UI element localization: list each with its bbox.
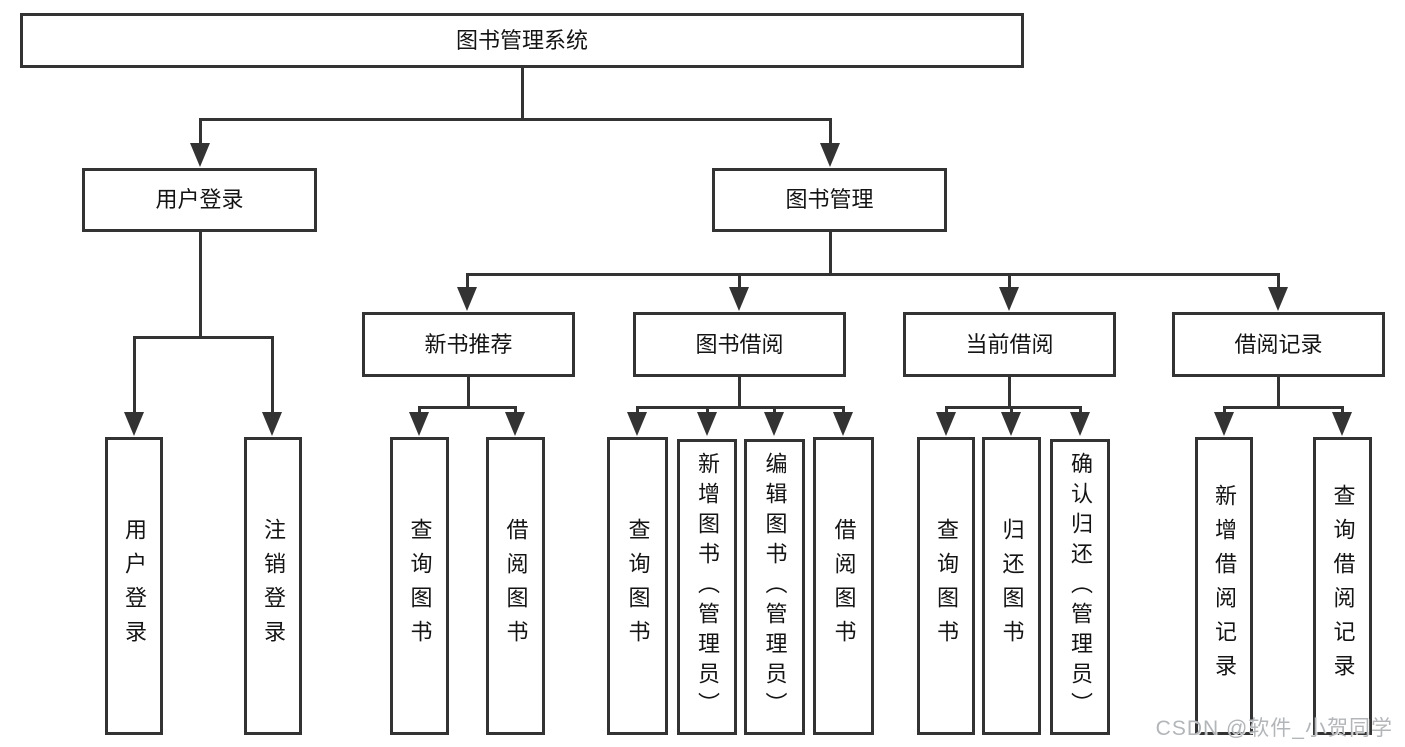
diagram-node-v-borrow-book-1: 借阅图书 [486, 437, 545, 735]
connector-bar-c-user-login [132, 336, 274, 339]
connector-arrow-shaft-c-book-mgmt-3 [1276, 273, 1280, 287]
connector-bar-c-book-borrow [635, 406, 845, 409]
arrow-down-icon-c-borrow-records-1 [1332, 412, 1352, 436]
connector-arrow-shaft-c-current-borrow-1 [1009, 406, 1013, 412]
diagram-node-root: 图书管理系统 [20, 13, 1024, 68]
diagram-node-book-borrow: 图书借阅 [633, 312, 846, 377]
diagram-node-new-book-rec: 新书推荐 [362, 312, 575, 377]
diagram-node-book-mgmt: 图书管理 [712, 168, 947, 232]
connector-stem-c-book-borrow [737, 377, 741, 409]
connector-arrow-shaft-c-book-borrow-2 [772, 406, 776, 412]
arrow-down-icon-c-root-0 [190, 143, 210, 167]
arrow-down-icon-c-borrow-records-0 [1214, 412, 1234, 436]
connector-arrow-shaft-c-book-borrow-1 [705, 406, 709, 412]
arrow-down-icon-c-book-borrow-2 [764, 412, 784, 436]
arrow-down-icon-c-new-book-rec-1 [505, 412, 525, 436]
diagram-node-v-logout: 注销登录 [244, 437, 302, 735]
diagram-node-current-borrow: 当前借阅 [903, 312, 1116, 377]
diagram-node-v-confirm-return: 确认归还（管理员） [1050, 439, 1110, 735]
connector-stem-c-user-login [198, 232, 202, 339]
connector-stem-c-new-book-rec [466, 377, 470, 409]
connector-arrow-shaft-c-new-book-rec-1 [513, 406, 517, 412]
arrow-down-icon-c-book-mgmt-2 [999, 287, 1019, 311]
connector-arrow-shaft-c-root-1 [828, 118, 832, 143]
connector-stem-c-current-borrow [1007, 377, 1011, 409]
connector-bar-c-current-borrow [944, 406, 1082, 409]
diagram-node-v-add-borrow-record: 新增借阅记录 [1195, 437, 1253, 735]
connector-bar-c-borrow-records [1222, 406, 1344, 409]
connector-arrow-shaft-c-borrow-records-1 [1340, 406, 1344, 412]
arrow-down-icon-c-current-borrow-2 [1070, 412, 1090, 436]
connector-bar-c-book-mgmt [465, 273, 1280, 276]
diagram-node-v-query-book-2: 查询图书 [607, 437, 668, 735]
connector-arrow-shaft-c-book-borrow-0 [635, 406, 639, 412]
connector-arrow-shaft-c-book-mgmt-1 [737, 273, 741, 287]
csdn-watermark: CSDN @软件_小贺同学 [1155, 717, 1393, 740]
connector-stem-c-root [520, 68, 524, 121]
connector-arrow-shaft-c-new-book-rec-0 [417, 406, 421, 412]
connector-arrow-shaft-c-current-borrow-0 [944, 406, 948, 412]
arrow-down-icon-c-book-mgmt-0 [457, 287, 477, 311]
arrow-down-icon-c-current-borrow-0 [936, 412, 956, 436]
diagram-node-v-query-book-3: 查询图书 [917, 437, 975, 735]
arrow-down-icon-c-root-1 [820, 143, 840, 167]
arrow-down-icon-c-current-borrow-1 [1001, 412, 1021, 436]
diagram-node-v-user-login: 用户登录 [105, 437, 163, 735]
arrow-down-icon-c-new-book-rec-0 [409, 412, 429, 436]
arrow-down-icon-c-user-login-0 [124, 412, 144, 436]
arrow-down-icon-c-book-borrow-1 [697, 412, 717, 436]
connector-bar-c-root [198, 118, 832, 121]
diagram-node-borrow-records: 借阅记录 [1172, 312, 1385, 377]
connector-bar-c-new-book-rec [417, 406, 517, 409]
connector-arrow-shaft-c-book-mgmt-2 [1007, 273, 1011, 287]
connector-arrow-shaft-c-book-borrow-3 [841, 406, 845, 412]
arrow-down-icon-c-book-borrow-3 [833, 412, 853, 436]
diagram-node-v-borrow-book-2: 借阅图书 [813, 437, 874, 735]
connector-arrow-shaft-c-user-login-0 [132, 336, 136, 412]
connector-stem-c-borrow-records [1276, 377, 1280, 409]
arrow-down-icon-c-user-login-1 [262, 412, 282, 436]
connector-arrow-shaft-c-current-borrow-2 [1078, 406, 1082, 412]
arrow-down-icon-c-book-borrow-0 [627, 412, 647, 436]
diagram-node-v-query-book-1: 查询图书 [390, 437, 449, 735]
connector-arrow-shaft-c-user-login-1 [270, 336, 274, 412]
diagram-node-user-login: 用户登录 [82, 168, 317, 232]
diagram-node-v-return-book: 归还图书 [982, 437, 1041, 735]
diagram-node-v-add-book: 新增图书（管理员） [677, 439, 737, 735]
connector-stem-c-book-mgmt [828, 232, 832, 276]
diagram-node-v-edit-book: 编辑图书（管理员） [744, 439, 805, 735]
connector-arrow-shaft-c-root-0 [198, 118, 202, 143]
arrow-down-icon-c-book-mgmt-3 [1268, 287, 1288, 311]
connector-arrow-shaft-c-book-mgmt-0 [465, 273, 469, 287]
connector-arrow-shaft-c-borrow-records-0 [1222, 406, 1226, 412]
diagram-node-v-query-borrow-record: 查询借阅记录 [1313, 437, 1372, 735]
arrow-down-icon-c-book-mgmt-1 [729, 287, 749, 311]
